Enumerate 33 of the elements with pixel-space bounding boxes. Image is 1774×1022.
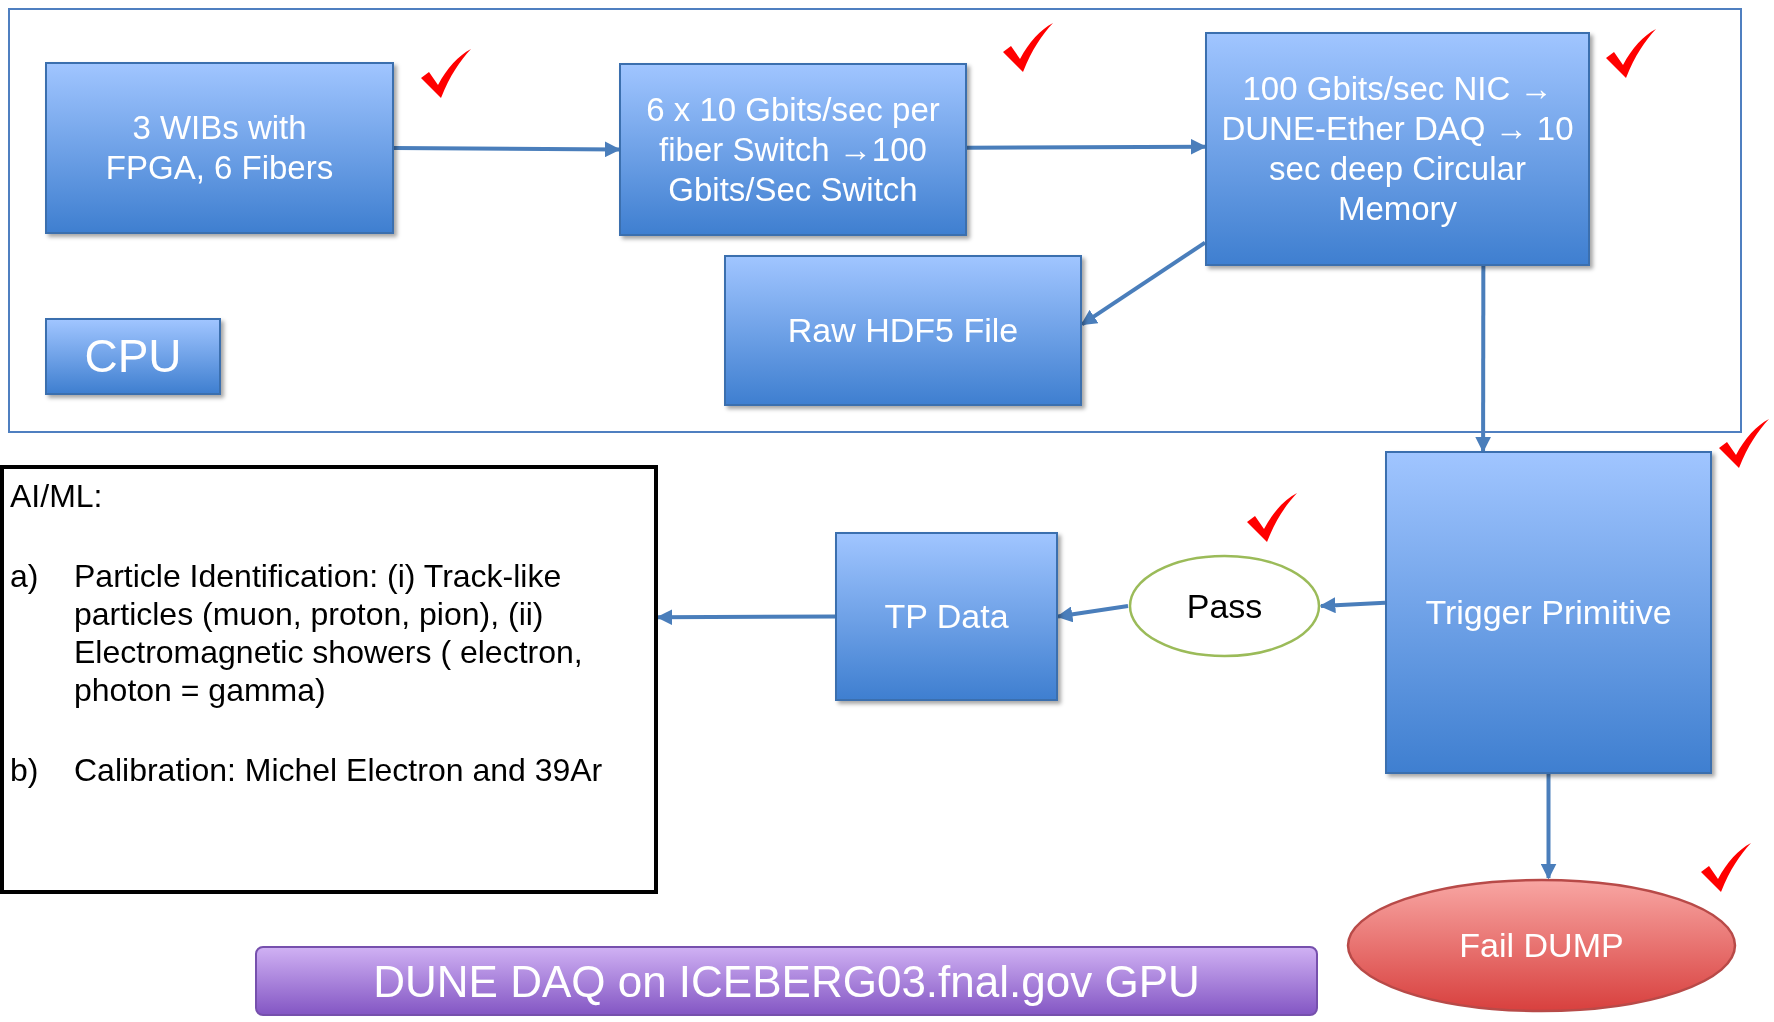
group-frame [8,8,1742,433]
title-banner [255,946,1318,1016]
box-label: Trigger Primitive [1424,592,1673,633]
list-marker: a) [10,557,40,595]
arrow [1319,597,1386,614]
process-box [724,255,1082,406]
process-box [45,62,394,234]
ellipse-node [1128,554,1321,658]
box-label: CPU [83,329,183,384]
node-label: Pass [1186,585,1263,627]
arrow [394,141,621,158]
list-item-text: Calibration: Michel Electron and 39Ar [74,751,604,789]
text-box [0,465,658,894]
box-label: Raw HDF5 File [786,310,1020,351]
list-item-text: Particle Identification: (i) Track-like particles (muon, proton, pion), (ii) Electromagnetic showers ( electron, photon = gamma) [74,557,584,709]
arrow [967,138,1207,155]
arrow [656,609,835,626]
arrow [1475,266,1492,453]
process-box [1385,451,1712,774]
box-label: 100 Gbits/sec NIC → DUNE-Ether DAQ → 10 sec deep Circular Memory [1220,69,1575,229]
list-heading: AI/ML: [10,477,104,515]
box-label: TP Data [883,596,1010,637]
box-label: 6 x 10 Gbits/sec per fiber Switch →100 Gbits/Sec Switch [645,89,941,210]
process-box [45,318,221,395]
process-box [1205,32,1590,266]
list-marker: b) [10,751,40,789]
node-label: Fail DUMP [1459,925,1624,966]
box-label: 3 WIBs with FPGA, 6 Fibers [104,108,335,188]
banner-title: DUNE DAQ on ICEBERG03.fnal.gov GPU [372,955,1201,1008]
process-box [619,63,967,236]
ellipse-node [1346,878,1737,1013]
process-box [835,532,1058,701]
arrow [1540,774,1557,880]
